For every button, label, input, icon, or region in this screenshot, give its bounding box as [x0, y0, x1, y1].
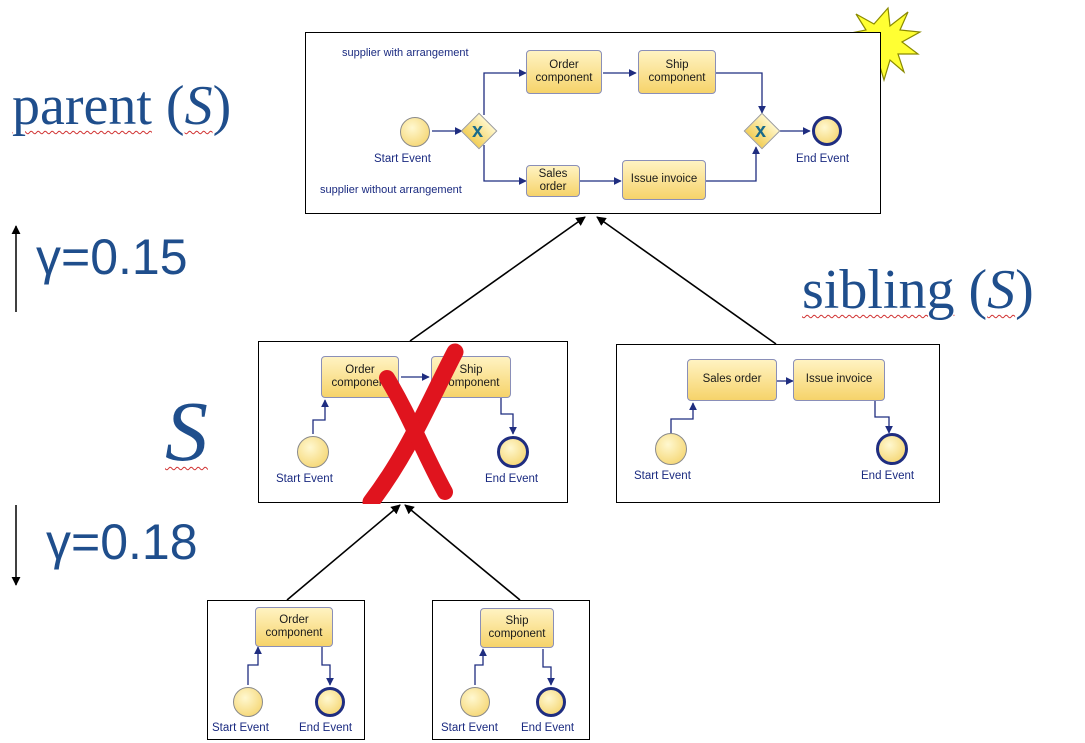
task-issue-invoice: Issue invoice	[622, 160, 706, 200]
edge-sibling-to-parent	[596, 216, 777, 345]
split-gateway-x-icon: x	[472, 120, 484, 142]
sibling-panel: Sales order Issue invoice Start Event En…	[616, 344, 940, 503]
edge-label-without-arrangement: supplier without arrangement	[320, 184, 462, 196]
start-event	[297, 436, 329, 468]
start-event-label: Start Event	[276, 473, 333, 485]
parent-label: parent (S)	[12, 78, 231, 134]
end-event	[536, 687, 566, 717]
task-issue-invoice: Issue invoice	[793, 359, 885, 401]
s-panel: Order component Ship component Start Eve…	[258, 341, 568, 504]
parent-word: parent	[12, 75, 152, 137]
end-event-label: End Event	[861, 470, 915, 482]
gamma-up-label: γ=0.15	[36, 229, 188, 285]
s-main-label: S	[165, 383, 208, 479]
edge-label-with-arrangement: supplier with arrangement	[342, 47, 469, 59]
child-left-panel: Order component Start Event End Event	[207, 600, 365, 740]
task-sales-order: Sales order	[526, 165, 580, 197]
end-event-label: End Event	[521, 722, 575, 734]
edge-s-to-parent	[409, 216, 586, 342]
sibling-paren-open: (	[968, 259, 988, 321]
start-event-label: Start Event	[634, 470, 691, 482]
task-order-component: Order component	[526, 50, 602, 94]
sibling-flow-lines	[670, 377, 893, 434]
end-event	[812, 116, 842, 146]
start-event	[655, 433, 687, 465]
child-left-flow-lines	[247, 646, 334, 686]
parent-panel: supplier with arrangement supplier witho…	[305, 32, 881, 214]
end-event	[315, 687, 345, 717]
s-flow-lines	[312, 373, 517, 435]
end-event	[876, 433, 908, 465]
sibling-paren-close: )	[1015, 259, 1034, 321]
sibling-label: sibling (S)	[802, 262, 1034, 318]
gamma-down-label: γ=0.18	[46, 514, 198, 570]
join-gateway-x-icon: x	[755, 120, 767, 142]
task-order-component: Order component	[255, 607, 333, 647]
task-sales-order: Sales order	[687, 359, 777, 401]
edge-child-left-to-s	[286, 504, 401, 601]
start-event-label: Start Event	[374, 153, 431, 165]
end-event-label: End Event	[299, 722, 353, 734]
removed-cross-icon	[362, 343, 464, 504]
parent-flow-lines	[432, 69, 811, 185]
start-event-label: Start Event	[212, 722, 269, 734]
star-burst	[844, 6, 922, 83]
sibling-s: S	[987, 259, 1016, 321]
child-right-flow-lines	[474, 648, 555, 686]
task-ship-component: Ship component	[638, 50, 716, 94]
parent-paren-open: (	[165, 75, 185, 137]
end-event	[497, 436, 529, 468]
task-ship-component: Ship component	[480, 608, 554, 648]
edge-child-right-to-s	[404, 504, 521, 601]
parent-paren-close: )	[212, 75, 232, 137]
start-event	[400, 117, 430, 147]
start-event-label: Start Event	[441, 722, 498, 734]
start-event	[460, 687, 490, 717]
child-right-panel: Ship component Start Event End Event	[432, 600, 590, 740]
end-event-label: End Event	[485, 473, 539, 485]
end-event-label: End Event	[796, 153, 850, 165]
parent-s: S	[184, 75, 213, 137]
sibling-word: sibling	[802, 259, 955, 321]
start-event	[233, 687, 263, 717]
